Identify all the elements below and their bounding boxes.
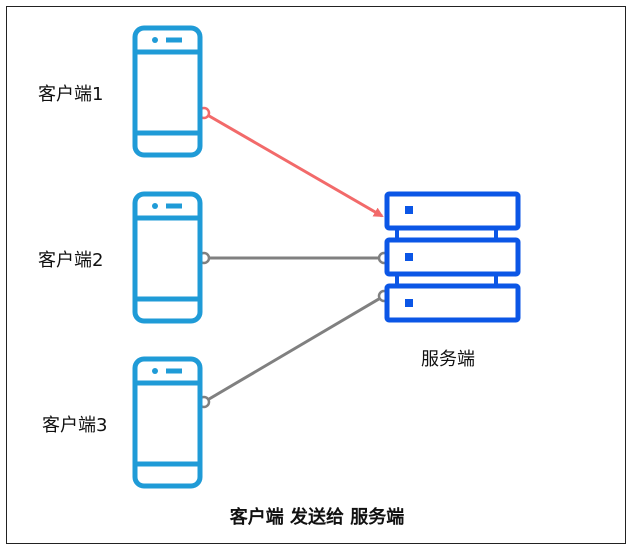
client2-label: 客户端2: [38, 250, 104, 271]
client3-label: 客户端3: [42, 415, 108, 436]
diagram-caption: 客户端 发送给 服务端: [229, 507, 405, 528]
connector-client3-server: [197, 289, 391, 409]
phone-icon: [132, 25, 203, 158]
server-icon: [384, 191, 521, 323]
client1-label: 客户端1: [38, 84, 104, 105]
connector-client2-server: [197, 251, 391, 265]
phone-icon: [132, 356, 203, 489]
server-label: 服务端: [421, 349, 475, 370]
phone-icon: [132, 191, 203, 324]
connector-client1-server: [197, 106, 384, 218]
diagram-frame: [6, 6, 626, 544]
